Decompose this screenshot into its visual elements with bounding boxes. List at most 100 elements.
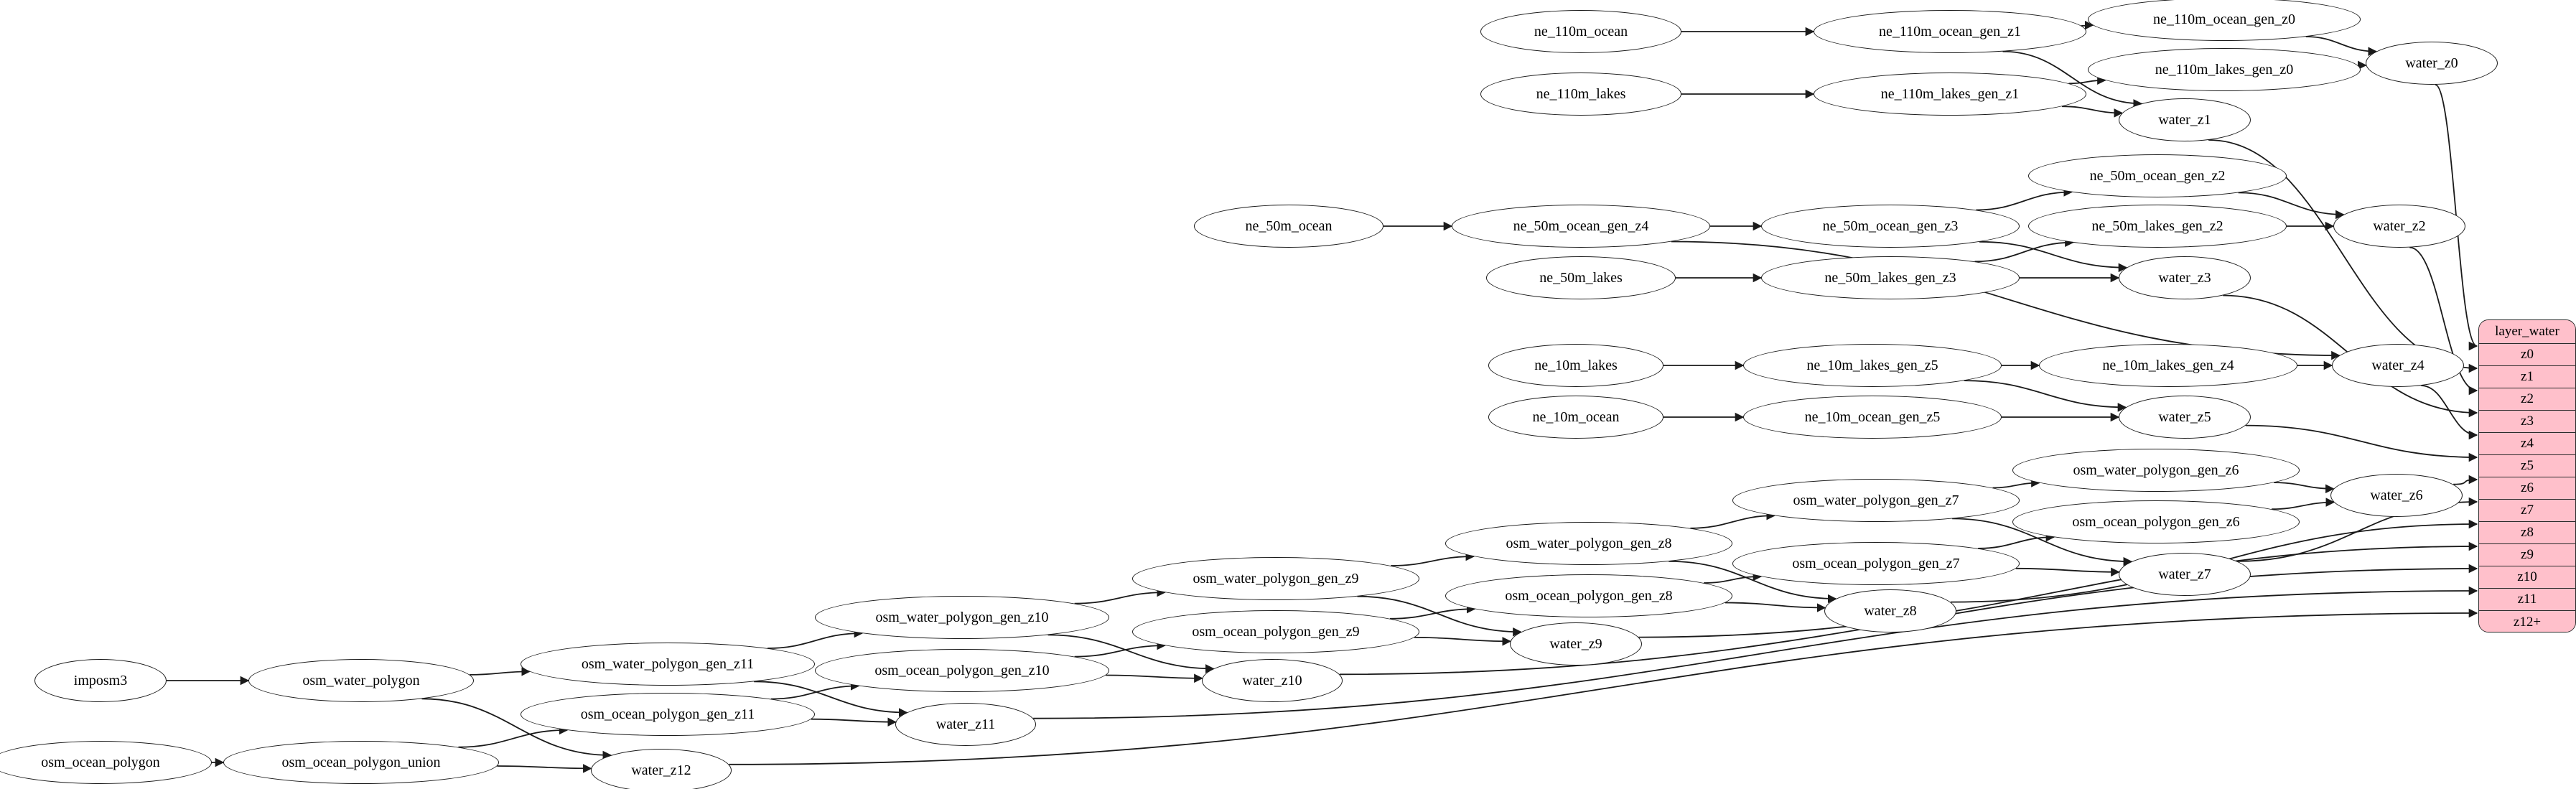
graph-node-osm_ocean_polygon_gen_z8[interactable]: osm_ocean_polygon_gen_z8 (1445, 574, 1732, 617)
graph-node-osm_water_polygon_gen_z8[interactable]: osm_water_polygon_gen_z8 (1445, 522, 1732, 565)
graph-node-osm_water_polygon[interactable]: osm_water_polygon (248, 659, 474, 702)
graph-node-ne_50m_lakes_gen_z2[interactable]: ne_50m_lakes_gen_z2 (2028, 205, 2287, 248)
record-row-z3[interactable]: z3 (2479, 411, 2575, 433)
graph-node-label: imposm3 (73, 672, 128, 688)
graph-node-label: osm_water_polygon_gen_z8 (1506, 535, 1672, 551)
graph-node-ne_10m_ocean_gen_z5[interactable]: ne_10m_ocean_gen_z5 (1743, 396, 2002, 439)
record-row-z6[interactable]: z6 (2479, 477, 2575, 500)
graph-node-label: water_z6 (2370, 487, 2423, 503)
graph-node-ne_50m_ocean[interactable]: ne_50m_ocean (1194, 205, 1383, 248)
edge-osm_water_polygon_gen_z7-to-water_z7 (1952, 518, 2133, 566)
graph-node-osm_ocean_polygon_gen_z10[interactable]: osm_ocean_polygon_gen_z10 (815, 649, 1109, 692)
graph-node-water_z5[interactable]: water_z5 (2119, 396, 2251, 439)
graph-node-label: water_z12 (631, 762, 691, 778)
record-row-z11[interactable]: z11 (2479, 589, 2575, 611)
graph-node-water_z10[interactable]: water_z10 (1202, 659, 1343, 702)
record-row-z10[interactable]: z10 (2479, 566, 2575, 589)
graph-node-osm_ocean_polygon_gen_z11[interactable]: osm_ocean_polygon_gen_z11 (521, 693, 815, 736)
graph-node-osm_ocean_polygon_gen_z6[interactable]: osm_ocean_polygon_gen_z6 (2012, 500, 2300, 543)
graph-node-label: ne_50m_ocean_gen_z2 (2089, 167, 2226, 184)
graph-node-osm_water_polygon_gen_z10[interactable]: osm_water_polygon_gen_z10 (815, 596, 1109, 639)
edge-osm_water_polygon-to-water_z12 (421, 698, 612, 760)
graph-node-osm_water_polygon_gen_z9[interactable]: osm_water_polygon_gen_z9 (1132, 557, 1419, 600)
graph-node-water_z11[interactable]: water_z11 (895, 703, 1036, 746)
graph-node-ne_50m_ocean_gen_z4[interactable]: ne_50m_ocean_gen_z4 (1452, 205, 1710, 248)
graph-node-label: water_z8 (1864, 602, 1917, 619)
graph-node-ne_110m_ocean[interactable]: ne_110m_ocean (1480, 10, 1681, 53)
edge-osm_ocean_polygon_gen_z11-to-water_z11 (811, 717, 897, 727)
graph-node-osm_water_polygon_gen_z6[interactable]: osm_water_polygon_gen_z6 (2012, 449, 2300, 492)
graph-node-water_z8[interactable]: water_z8 (1824, 589, 1956, 632)
record-row-z5[interactable]: z5 (2479, 455, 2575, 477)
graph-node-ne_50m_ocean_gen_z3[interactable]: ne_50m_ocean_gen_z3 (1761, 205, 2020, 248)
record-header: layer_water (2479, 320, 2575, 344)
graph-node-water_z0[interactable]: water_z0 (2366, 42, 2498, 85)
graph-node-label: water_z7 (2158, 566, 2211, 582)
edge-water_z4-to-layer_water-z4 (2421, 385, 2478, 440)
graph-node-ne_110m_lakes_gen_z1[interactable]: ne_110m_lakes_gen_z1 (1814, 73, 2086, 116)
graph-node-water_z1[interactable]: water_z1 (2119, 98, 2251, 141)
graph-node-label: ne_10m_lakes (1534, 357, 1618, 373)
edge-ne_50m_ocean_gen_z2-to-water_z2 (2238, 192, 2345, 220)
graph-node-water_z4[interactable]: water_z4 (2332, 344, 2464, 387)
record-row-z7[interactable]: z7 (2479, 500, 2575, 522)
edge-ne_110m_lakes_gen_z1-to-ne_110m_lakes_gen_z0 (2068, 75, 2106, 85)
graph-node-water_z3[interactable]: water_z3 (2119, 256, 2251, 299)
graph-node-label: osm_water_polygon (302, 672, 420, 688)
graph-node-osm_water_polygon_gen_z7[interactable]: osm_water_polygon_gen_z7 (1732, 479, 2020, 522)
graph-node-ne_10m_lakes[interactable]: ne_10m_lakes (1488, 344, 1663, 387)
edge-water_z12-to-layer_water-z12+ (729, 608, 2478, 765)
graph-node-ne_110m_lakes_gen_z0[interactable]: ne_110m_lakes_gen_z0 (2088, 48, 2361, 91)
edge-osm_ocean_polygon_gen_z6-to-water_z6 (2272, 498, 2335, 510)
graph-node-ne_10m_ocean[interactable]: ne_10m_ocean (1488, 396, 1663, 439)
record-row-z0[interactable]: z0 (2479, 344, 2575, 366)
record-row-z2[interactable]: z2 (2479, 388, 2575, 411)
record-row-z12+[interactable]: z12+ (2479, 611, 2575, 632)
graph-node-ne_50m_ocean_gen_z2[interactable]: ne_50m_ocean_gen_z2 (2028, 154, 2287, 197)
graph-node-ne_50m_lakes_gen_z3[interactable]: ne_50m_lakes_gen_z3 (1761, 256, 2020, 299)
edge-osm_water_polygon_gen_z11-to-osm_water_polygon_gen_z10 (767, 628, 864, 649)
edge-water_z6-to-layer_water-z6 (2453, 475, 2478, 485)
graph-node-label: osm_ocean_polygon_gen_z10 (874, 662, 1050, 678)
graph-node-water_z6[interactable]: water_z6 (2330, 474, 2463, 517)
graph-node-label: ne_50m_lakes (1539, 269, 1623, 286)
graph-node-label: water_z10 (1242, 672, 1302, 688)
graph-node-label: osm_water_polygon_gen_z9 (1193, 570, 1359, 587)
graph-node-label: osm_ocean_polygon_gen_z9 (1192, 623, 1360, 640)
record-row-z4[interactable]: z4 (2479, 433, 2575, 455)
graph-node-label: osm_water_polygon_gen_z7 (1793, 492, 1959, 508)
graph-node-label: water_z4 (2371, 357, 2425, 373)
graph-node-label: osm_water_polygon_gen_z10 (875, 609, 1049, 625)
graph-node-label: ne_50m_lakes_gen_z2 (2091, 218, 2223, 234)
record-row-z9[interactable]: z9 (2479, 544, 2575, 566)
graph-node-label: osm_ocean_polygon (41, 754, 160, 770)
edge-osm_ocean_polygon_gen_z9-to-osm_ocean_polygon_gen_z8 (1389, 604, 1476, 620)
graph-node-osm_ocean_polygon_gen_z7[interactable]: osm_ocean_polygon_gen_z7 (1732, 542, 2020, 585)
graph-node-water_z7[interactable]: water_z7 (2119, 553, 2251, 596)
graph-node-ne_110m_lakes[interactable]: ne_110m_lakes (1480, 73, 1681, 116)
edge-ne_50m_lakes_gen_z3-to-ne_50m_lakes_gen_z2 (1974, 238, 2074, 263)
edge-osm_water_polygon_gen_z11-to-water_z11 (754, 681, 908, 717)
graph-node-label: ne_10m_lakes_gen_z4 (2102, 357, 2234, 373)
record-row-z8[interactable]: z8 (2479, 522, 2575, 544)
graph-node-water_z9[interactable]: water_z9 (1510, 622, 1642, 666)
graph-node-osm_ocean_polygon_gen_z9[interactable]: osm_ocean_polygon_gen_z9 (1132, 610, 1419, 653)
graph-node-ne_50m_lakes[interactable]: ne_50m_lakes (1486, 256, 1676, 299)
graph-node-osm_ocean_polygon_union[interactable]: osm_ocean_polygon_union (223, 741, 499, 784)
graph-node-ne_10m_lakes_gen_z5[interactable]: ne_10m_lakes_gen_z5 (1743, 344, 2002, 387)
graph-node-water_z12[interactable]: water_z12 (591, 749, 732, 789)
graph-node-label: osm_ocean_polygon_gen_z7 (1792, 555, 1960, 571)
graph-node-ne_110m_ocean_gen_z1[interactable]: ne_110m_ocean_gen_z1 (1814, 10, 2086, 53)
graph-node-label: ne_50m_ocean_gen_z3 (1822, 218, 1959, 234)
edge-water_z11-to-layer_water-z11 (1033, 586, 2478, 719)
graph-node-osm_water_polygon_gen_z11[interactable]: osm_water_polygon_gen_z11 (521, 643, 815, 686)
graph-node-label: water_z5 (2158, 408, 2211, 425)
graph-node-ne_10m_lakes_gen_z4[interactable]: ne_10m_lakes_gen_z4 (2039, 344, 2297, 387)
graph-node-water_z2[interactable]: water_z2 (2333, 205, 2465, 248)
edge-ne_50m_ocean_gen_z3-to-ne_50m_ocean_gen_z2 (1976, 187, 2073, 211)
edge-osm_water_polygon_gen_z9-to-water_z9 (1357, 595, 1522, 637)
record-row-z1[interactable]: z1 (2479, 366, 2575, 388)
graph-node-imposm3[interactable]: imposm3 (34, 659, 167, 702)
